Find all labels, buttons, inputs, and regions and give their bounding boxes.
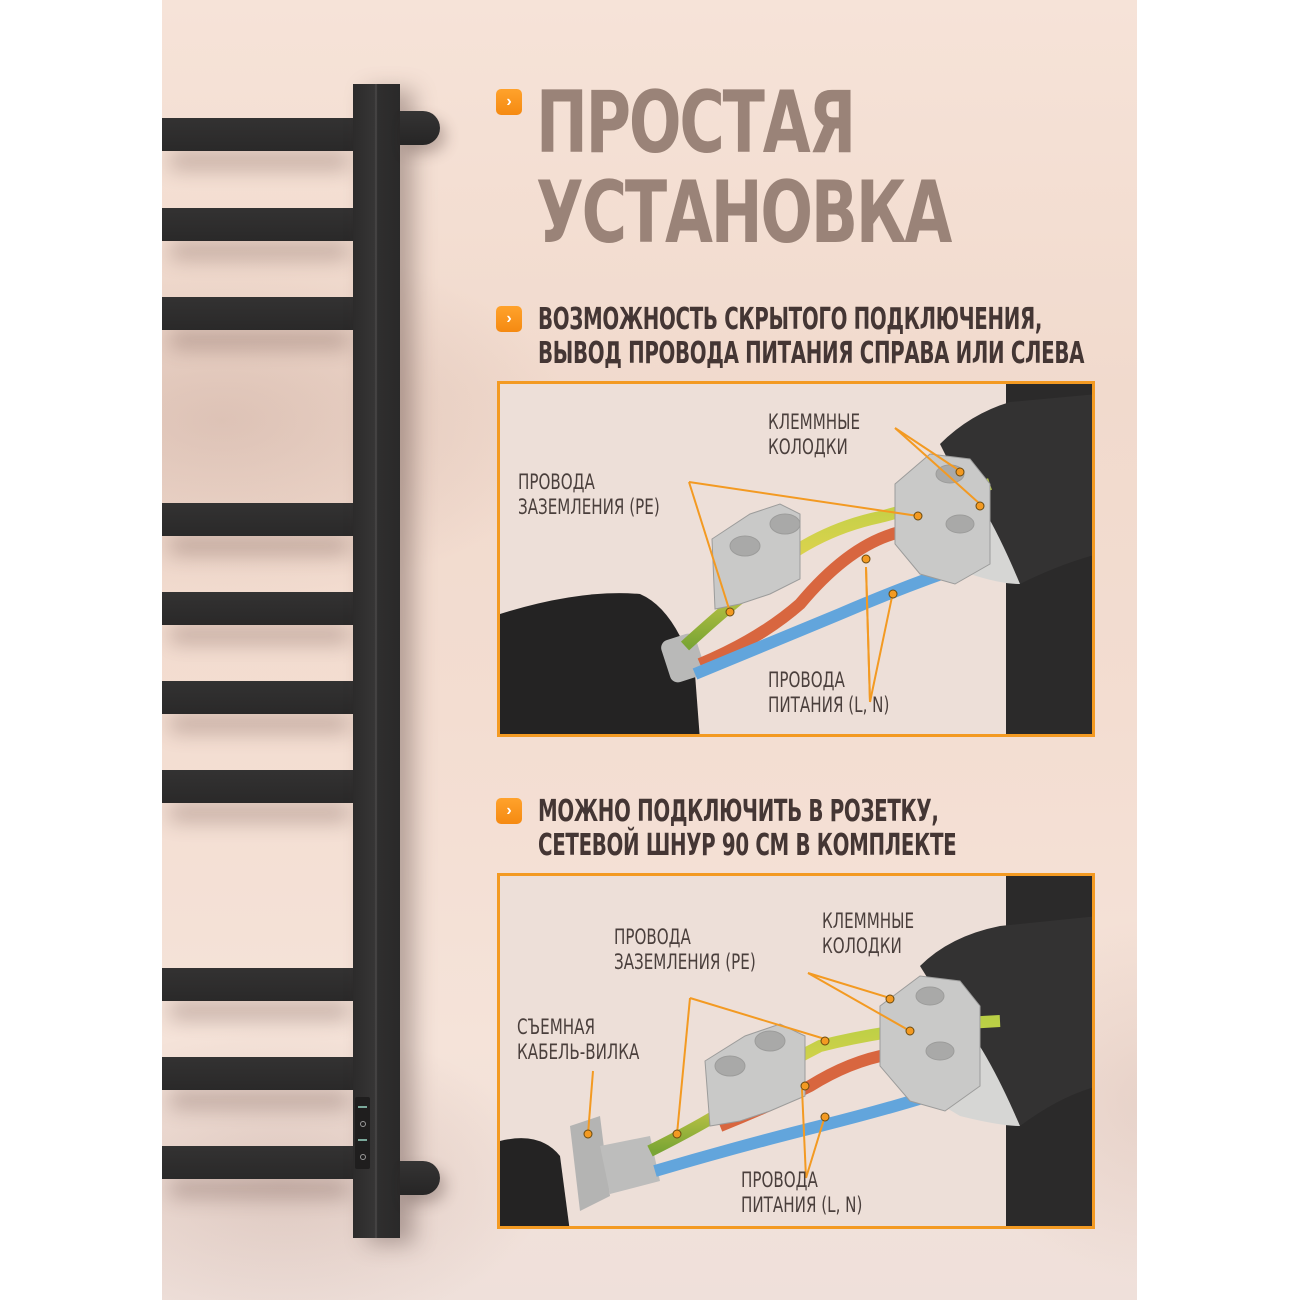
rail-bar: [162, 1146, 357, 1179]
label-ground-wires: ПРОВОДА ЗАЗЕМЛЕНИЯ (PE): [614, 925, 756, 975]
title-line-2: УСТАНОВКА: [536, 163, 952, 263]
label-line: ПИТАНИЯ (L, N): [741, 1193, 863, 1217]
label-power-wires: ПРОВОДА ПИТАНИЯ (L, N): [768, 668, 889, 718]
label-line: КОЛОДКИ: [822, 934, 902, 958]
label-line: ЗАЗЕМЛЕНИЯ (PE): [518, 495, 660, 519]
wall-mount-bottom: [400, 1161, 440, 1195]
wall-mount-top: [400, 111, 440, 145]
rail-bar: [162, 681, 357, 714]
label-terminal-blocks: КЛЕММНЫЕ КОЛОДКИ: [768, 410, 860, 460]
label-line: СЪЕМНАЯ: [517, 1015, 595, 1039]
hidden-connection-diagram: КЛЕММНЫЕ КОЛОДКИ ПРОВОДА ЗАЗЕМЛЕНИЯ (PE)…: [497, 381, 1095, 737]
indicator-icon: [358, 1139, 367, 1142]
label-line: ПРОВОДА: [741, 1168, 818, 1192]
label-terminal-blocks: КЛЕММНЫЕ КОЛОДКИ: [822, 909, 914, 959]
rail-bar: [162, 592, 357, 625]
label-removable-plug-cable: СЪЕМНАЯ КАБЕЛЬ-ВИЛКА: [517, 1015, 639, 1065]
chevron-right-icon: ›: [496, 798, 522, 824]
plug-connection-diagram: КЛЕММНЫЕ КОЛОДКИ ПРОВОДА ЗАЗЕМЛЕНИЯ (PE)…: [497, 873, 1095, 1229]
label-line: ПРОВОДА: [614, 925, 691, 949]
rail-vertical-post: [353, 84, 400, 1238]
label-line: ПИТАНИЯ (L, N): [768, 693, 890, 717]
control-panel: [355, 1097, 370, 1169]
label-line: КЛЕММНЫЕ: [822, 909, 915, 933]
indicator-icon: [358, 1106, 367, 1109]
title-line-1: ПРОСТАЯ: [536, 73, 856, 173]
section-2-heading: МОЖНО ПОДКЛЮЧИТЬ В РОЗЕТКУ, СЕТЕВОЙ ШНУР…: [538, 794, 957, 863]
label-line: ПРОВОДА: [518, 470, 595, 494]
rail-bar: [162, 297, 357, 330]
page-title: ПРОСТАЯ УСТАНОВКА: [536, 78, 952, 258]
label-line: ЗАЗЕМЛЕНИЯ (PE): [614, 950, 756, 974]
towel-rail-illustration: [162, 0, 462, 1300]
section-1-heading: ВОЗМОЖНОСТЬ СКРЫТОГО ПОДКЛЮЧЕНИЯ, ВЫВОД …: [538, 303, 1084, 371]
label-line: КАБЕЛЬ-ВИЛКА: [517, 1040, 640, 1064]
rail-bar: [162, 968, 357, 1001]
label-line: ПРОВОДА: [768, 668, 845, 692]
wiring-illustration: [500, 876, 1092, 1226]
rail-bar: [162, 770, 357, 803]
rail-bar: [162, 1057, 357, 1090]
label-power-wires: ПРОВОДА ПИТАНИЯ (L, N): [741, 1168, 862, 1218]
section-1-heading-line-1: ВОЗМОЖНОСТЬ СКРЫТОГО ПОДКЛЮЧЕНИЯ,: [538, 302, 1043, 337]
product-infographic: › ПРОСТАЯ УСТАНОВКА › ВОЗМОЖНОСТЬ СКРЫТО…: [162, 0, 1137, 1300]
section-2-heading-line-2: СЕТЕВОЙ ШНУР 90 СМ В КОМПЛЕКТЕ: [538, 828, 957, 863]
rail-bar: [162, 503, 357, 536]
rail-bar: [162, 118, 357, 151]
label-ground-wires: ПРОВОДА ЗАЗЕМЛЕНИЯ (PE): [518, 470, 660, 520]
section-1-heading-line-2: ВЫВОД ПРОВОДА ПИТАНИЯ СПРАВА ИЛИ СЛЕВА: [538, 336, 1085, 371]
rail-bar: [162, 208, 357, 241]
mode-button-icon: [359, 1153, 366, 1160]
power-button-icon: [359, 1120, 366, 1127]
chevron-right-icon: ›: [496, 89, 522, 115]
chevron-right-icon: ›: [496, 306, 522, 332]
wiring-illustration: [500, 384, 1092, 734]
section-2-heading-line-1: МОЖНО ПОДКЛЮЧИТЬ В РОЗЕТКУ,: [538, 794, 939, 829]
label-line: КОЛОДКИ: [768, 435, 848, 459]
label-line: КЛЕММНЫЕ: [768, 410, 861, 434]
